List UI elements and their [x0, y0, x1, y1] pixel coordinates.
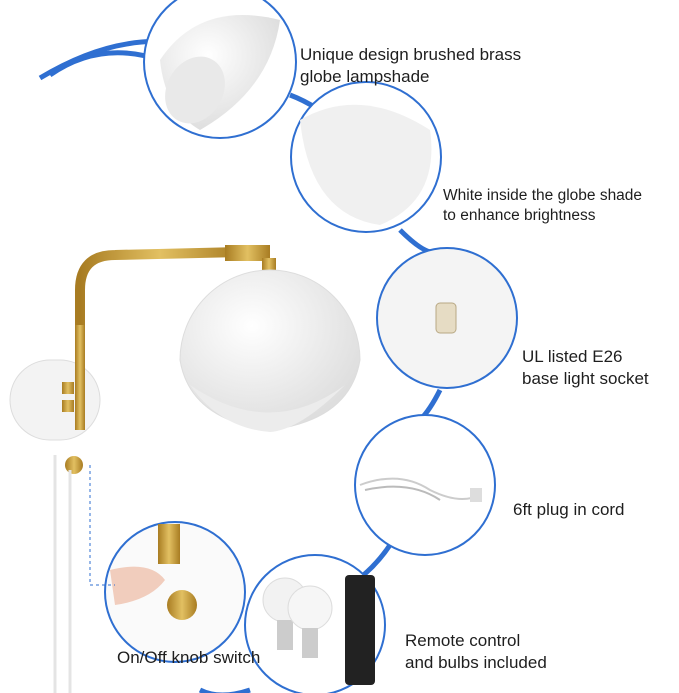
- detail-circle-switch: [104, 521, 246, 663]
- feature-label-inside: White inside the globe shade to enhance …: [443, 186, 642, 226]
- feature-text: globe lampshade: [300, 67, 430, 86]
- feature-text: Unique design brushed brass: [300, 45, 522, 64]
- feature-text: 6ft plug in cord: [513, 500, 625, 519]
- feature-label-remote: Remote control and bulbs included: [405, 630, 547, 674]
- feature-label-switch: On/Off knob switch: [117, 647, 260, 669]
- feature-label-shade: Unique design brushed brass globe lampsh…: [300, 44, 521, 88]
- feature-label-socket: UL listed E26 base light socket: [522, 346, 649, 390]
- detail-circle-cord: [354, 414, 496, 556]
- feature-text: to enhance brightness: [443, 207, 596, 224]
- feature-text: Remote control: [405, 631, 521, 650]
- detail-circle-shade: [143, 0, 297, 139]
- feature-label-cord: 6ft plug in cord: [513, 499, 625, 521]
- feature-text: and bulbs included: [405, 653, 547, 672]
- detail-circle-inside: [290, 81, 442, 233]
- detail-circle-socket: [376, 247, 518, 389]
- feature-text: base light socket: [522, 369, 649, 388]
- detail-circle-remote-bulbs: [244, 554, 386, 693]
- wall-lamp: [9, 245, 361, 693]
- feature-text: UL listed E26: [522, 347, 623, 366]
- feature-text: On/Off knob switch: [117, 648, 261, 667]
- feature-text: White inside the globe shade: [443, 187, 643, 204]
